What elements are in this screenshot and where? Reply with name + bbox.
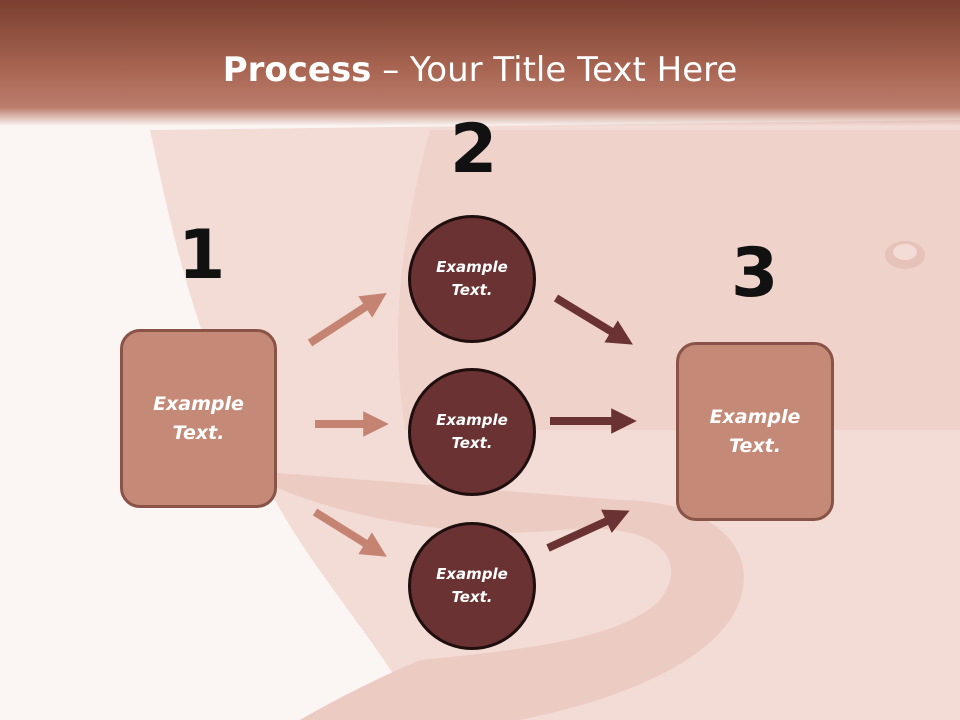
arrow-circle-bottom-to-box3: [546, 509, 630, 552]
step-1-text-line2: Text.: [172, 421, 225, 444]
circle-top-line2: Text.: [451, 281, 493, 299]
circle-top-line1: Example: [436, 258, 508, 276]
circle-middle-line1: Example: [436, 411, 508, 429]
title-banner: [0, 0, 960, 126]
step-3-text-line2: Text.: [729, 434, 781, 457]
arrow-circle-top-to-box3: [553, 294, 633, 345]
step-3-text-line1: Example: [709, 405, 801, 428]
step-number-3: 3: [731, 234, 779, 313]
circle-middle-line2: Text.: [451, 434, 493, 452]
circle-bottom-line2: Text.: [451, 588, 493, 606]
step-1-text-line1: Example: [153, 392, 244, 415]
title-bold: Process: [222, 50, 372, 90]
arrow-box1-to-circle-bottom: [312, 508, 387, 557]
arrow-box1-to-circle-top: [307, 293, 387, 347]
slide-title: Process – Your Title Text Here: [0, 50, 960, 90]
step-number-2: 2: [450, 110, 498, 189]
title-rest: – Your Title Text Here: [371, 50, 738, 90]
step-number-1: 1: [178, 216, 226, 295]
circle-bottom-line1: Example: [436, 565, 508, 583]
